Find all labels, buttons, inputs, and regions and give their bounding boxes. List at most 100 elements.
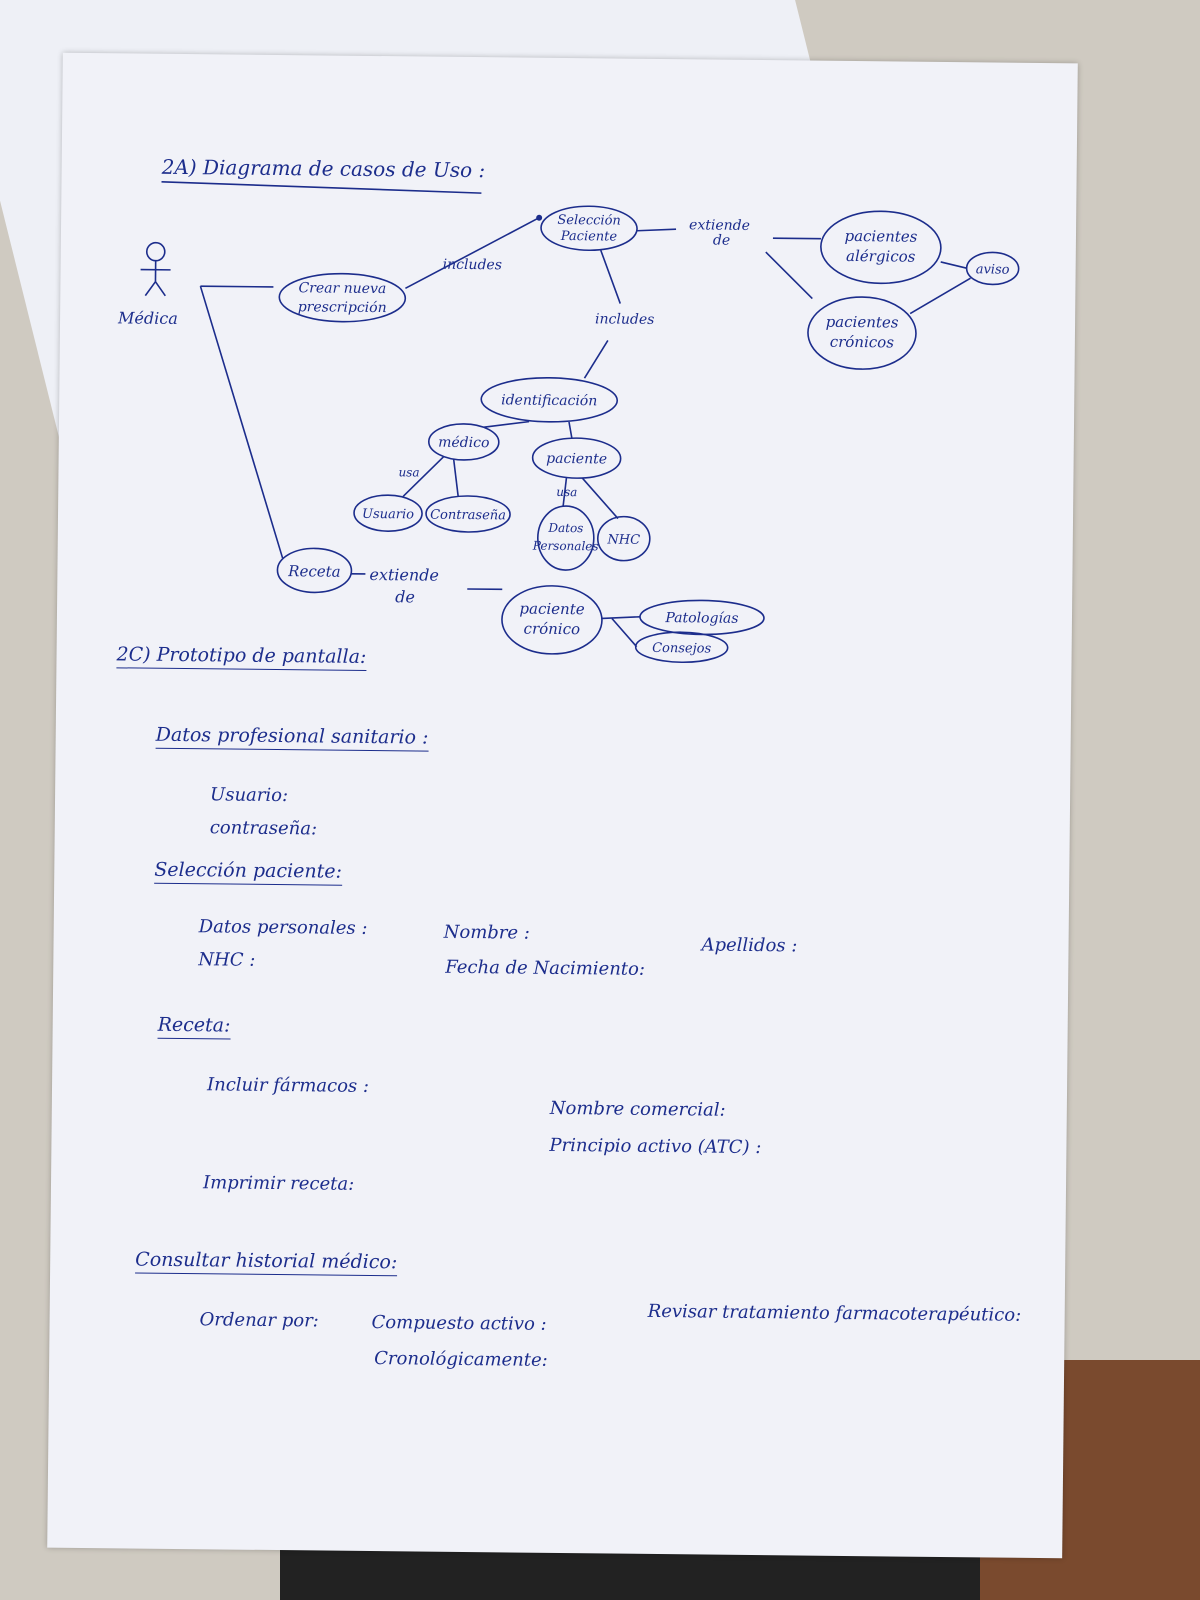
usecase-paciente-ellipse — [531, 437, 622, 479]
usecase-crear-line2: prescripción — [298, 299, 387, 316]
usecase-crear-line1: Crear nueva — [298, 280, 386, 297]
relation-extiende-1b: de — [713, 233, 730, 249]
edge-paciente-datos — [562, 477, 568, 507]
usecase-medico-label: médico — [438, 435, 489, 452]
usecase-crear-prescripcion: Crear nueva prescripción — [278, 272, 407, 323]
seleccion-fecha-label: Fecha de Nacimiento: — [445, 956, 646, 980]
relation-usa-1: usa — [398, 465, 419, 479]
usecase-seleccion-paciente: Selección Paciente — [540, 205, 638, 252]
historial-cronologicamente-label: Cronológicamente: — [374, 1348, 548, 1371]
edge-extiende-alergicos — [772, 237, 821, 240]
historial-compuesto-label: Compuesto activo : — [371, 1312, 547, 1335]
historial-ordenar-label: Ordenar por: — [199, 1309, 319, 1332]
usecase-crear-ellipse — [278, 272, 407, 323]
usecase-cronicos-line2: crónicos — [830, 333, 895, 352]
seleccion-nhc-label: NHC : — [198, 949, 256, 971]
usecase-patologias-label: Patologías — [664, 610, 738, 627]
usecase-contrasena-label: Contraseña — [430, 508, 506, 524]
edge-paciente-nhc — [581, 477, 619, 520]
usecase-medico: médico — [428, 423, 500, 461]
usecase-datos-line1: Datos — [547, 521, 583, 535]
diagram-title: 2A) Diagrama de casos de Uso : — [161, 155, 486, 182]
usecase-alergicos-line1: pacientes — [844, 227, 917, 246]
actor-leg-left — [144, 281, 157, 297]
usecase-usuario-ellipse — [353, 494, 423, 532]
seleccion-apellidos-label: Apellidos : — [701, 934, 798, 957]
edge-cronicos-aviso — [909, 277, 971, 315]
seleccion-datos-personales-label: Datos personales : — [198, 916, 368, 939]
usecase-seleccion-ellipse — [540, 205, 638, 252]
actor-leg-right — [154, 281, 166, 297]
usecase-alergicos-ellipse — [820, 210, 942, 285]
edge-alergicos-aviso — [940, 261, 967, 269]
edge-identificacion-medico — [483, 420, 530, 428]
usecase-usuario: Usuario — [353, 494, 423, 532]
association-actor-crear — [200, 285, 274, 288]
usecase-contrasena: Contraseña — [425, 495, 511, 533]
usecase-consejos: Consejos — [634, 631, 729, 664]
historial-heading: Consultar historial médico: — [135, 1248, 398, 1277]
actor-head — [145, 241, 166, 262]
edge-cronico-patologias — [601, 616, 641, 620]
usecase-paciente: paciente — [531, 437, 622, 479]
usecase-receta: Receta — [276, 547, 353, 594]
edge-medico-contrasena — [452, 458, 460, 497]
relation-extiende-1a: extiende — [689, 217, 750, 234]
usecase-identificacion-label: identificación — [501, 392, 597, 409]
receta-principio-activo-label: Principio activo (ATC) : — [549, 1134, 762, 1159]
usecase-datos-ellipse — [537, 505, 595, 571]
profesional-heading: Datos profesional sanitario : — [155, 723, 429, 752]
relation-extiende-2b: de — [395, 587, 415, 606]
receta-heading: Receta: — [157, 1013, 231, 1040]
usecase-medico-ellipse — [428, 423, 500, 461]
usecase-alergicos-line2: alérgicos — [846, 247, 916, 266]
edge-medico-usuario — [402, 456, 445, 497]
edge-seleccion-includes — [600, 250, 622, 304]
usecase-nhc: NHC — [596, 515, 651, 562]
edge-includes-identificacion — [583, 340, 609, 379]
receta-nombre-comercial-label: Nombre comercial: — [549, 1097, 726, 1121]
usecase-paciente-cronico-ellipse — [501, 585, 603, 655]
usecase-paciente-label: paciente — [546, 451, 607, 468]
notebook-page: 2A) Diagrama de casos de Uso : Médica Cr… — [47, 52, 1078, 1559]
diagram-title-underline — [161, 180, 482, 194]
usecase-pacientes-alergicos: pacientes alérgicos — [820, 210, 942, 285]
usecase-datos-personales: Datos Personales — [532, 505, 599, 571]
usecase-paciente-cronico: paciente crónico — [501, 585, 603, 655]
prototype-title: 2C) Prototipo de pantalla: — [116, 643, 367, 671]
usecase-pacientes-cronicos: pacientes crónicos — [807, 296, 917, 370]
usecase-nhc-label: NHC — [606, 532, 640, 547]
seleccion-nombre-label: Nombre : — [443, 921, 531, 944]
usecase-contrasena-ellipse — [425, 495, 511, 533]
historial-revisar-label: Revisar tratamiento farmacoterapéutico: — [647, 1300, 1022, 1326]
relation-extiende-2a: extiende — [369, 565, 439, 585]
receta-imprimir-label: Imprimir receta: — [202, 1172, 355, 1195]
relation-includes-2: includes — [595, 311, 654, 328]
usecase-receta-label: Receta — [287, 562, 341, 581]
edge-extiende-cronicos — [765, 251, 813, 300]
usecase-aviso-label: aviso — [976, 262, 1010, 277]
actor-label: Médica — [117, 308, 178, 328]
usecase-seleccion-line2: Paciente — [560, 229, 618, 245]
usecase-identificacion-ellipse — [480, 377, 619, 423]
association-actor-receta — [199, 285, 284, 559]
usecase-seleccion-line1: Selección — [557, 213, 621, 229]
relation-includes-1: includes — [443, 257, 502, 274]
usecase-aviso: aviso — [965, 251, 1020, 286]
usecase-paciente-cronico-line2: crónico — [524, 620, 581, 639]
usecase-receta-ellipse — [276, 547, 353, 594]
usecase-cronicos-ellipse — [807, 296, 917, 370]
usecase-identificacion: identificación — [480, 377, 619, 423]
actor-medica: Médica — [117, 241, 178, 328]
edge-identificacion-paciente — [568, 421, 573, 439]
edge-crear-seleccion-arrowhead — [536, 214, 543, 221]
use-case-diagram: 2A) Diagrama de casos de Uso : Médica Cr… — [117, 155, 1020, 664]
usecase-consejos-label: Consejos — [652, 641, 712, 657]
receta-incluir-label: Incluir fármacos : — [206, 1074, 370, 1097]
profesional-usuario-label: Usuario: — [209, 784, 289, 807]
edge-cronico-consejos — [611, 617, 638, 648]
usecase-usuario-label: Usuario — [362, 507, 414, 523]
usecase-paciente-cronico-line1: paciente — [519, 600, 584, 619]
seleccion-heading: Selección paciente: — [154, 858, 343, 886]
